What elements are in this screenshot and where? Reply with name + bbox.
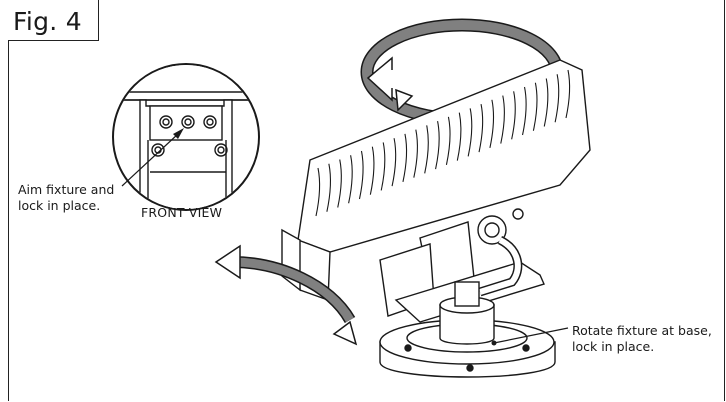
figure-label: Fig. 4 (13, 7, 82, 36)
housing-fin (500, 95, 505, 144)
housing-fin (478, 103, 484, 153)
housing-fin (337, 159, 342, 208)
housing-fin (380, 142, 386, 191)
housing-fin (565, 69, 571, 119)
housing-fin (467, 108, 473, 157)
housing-fin (369, 146, 375, 195)
housing-fin (424, 125, 429, 174)
housing-fin (348, 155, 353, 204)
fixture-base (379, 281, 556, 378)
housing-fin (326, 163, 332, 212)
housing-fin (435, 121, 440, 170)
housing-fin (402, 133, 408, 183)
housing-fin (456, 112, 462, 161)
housing-fin (543, 78, 549, 127)
front-view-label: FRONT VIEW (141, 205, 223, 220)
housing-fin (489, 99, 495, 148)
mounting-bracket (379, 208, 545, 323)
housing-fin (445, 116, 451, 165)
housing-fin (511, 91, 516, 140)
figure-label-box (8, 0, 99, 41)
housing-fin (521, 86, 527, 136)
housing-fin (315, 167, 321, 217)
front-view-detail (112, 63, 260, 211)
tilt-arrow-icon (214, 244, 358, 346)
aim-callout: Aim fixture and lock in place. (18, 182, 115, 213)
housing-fin (391, 138, 397, 187)
rotate-callout: Rotate fixture at base, lock in place. (572, 323, 712, 354)
housing-fin (532, 82, 538, 131)
housing-fin (358, 150, 364, 200)
housing-fin (554, 74, 560, 123)
figure-frame (8, 0, 725, 401)
housing-fin (413, 129, 418, 178)
